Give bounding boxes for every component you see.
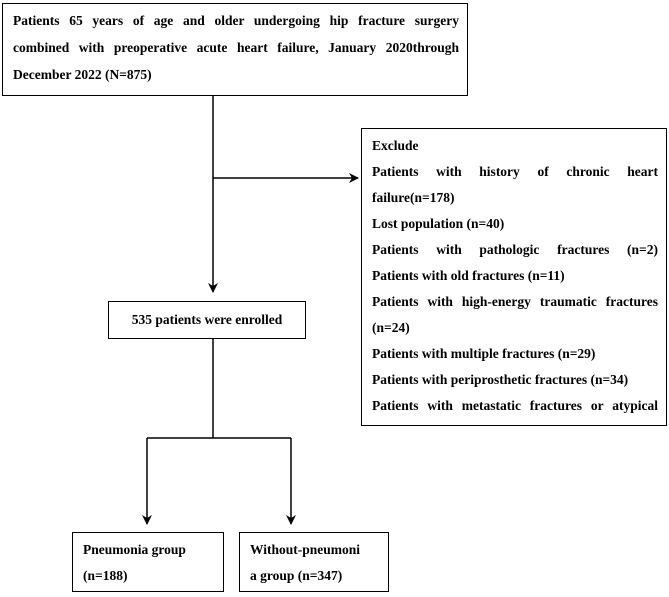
exclude-item: Patients with high-energy traumatic frac… [372,294,658,309]
exclude-item: Patients with history of chronic heart [372,164,658,179]
exclude-item: Patients with periprosthetic fractures (… [372,372,629,387]
without-pneumonia-group-box: Without-pneumoni a group (n=347) [239,532,389,592]
enrolled-box: 535 patients were enrolled [108,301,306,339]
pneumonia-group-label: Pneumonia group [83,542,186,557]
exclude-item: Patients with multiple fractures (n=29) [372,346,596,361]
exclude-item: Lost population (n=40) [372,216,505,231]
without-pneumonia-group-label: Without-pneumoni [250,542,361,557]
pneumonia-group-count: (n=188) [83,568,128,583]
exclude-item: Patients with pathologic fractures (n=2) [372,242,658,257]
pneumonia-group-box: Pneumonia group (n=188) [72,532,224,592]
study-population-box: Patients 65 years of age and older under… [2,3,468,96]
without-pneumonia-group-count: a group (n=347) [250,568,343,583]
exclude-box: Exclude Patients with history of chronic… [361,128,667,426]
study-population-line-1: Patients 65 years of age and older under… [13,13,459,28]
study-population-line-2: combined with preoperative acute heart f… [13,40,459,55]
exclude-item: Patients with old fractures (n=11) [372,268,565,283]
exclude-item: failure(n=178) [372,190,455,205]
study-population-line-3: December 2022 (N=875) [13,67,152,82]
exclude-title: Exclude [372,138,419,153]
exclude-item: (n=24) [372,320,410,335]
enrolled-label: 535 patients were enrolled [131,312,283,327]
exclude-item: Patients with metastatic fractures or at… [372,398,658,413]
